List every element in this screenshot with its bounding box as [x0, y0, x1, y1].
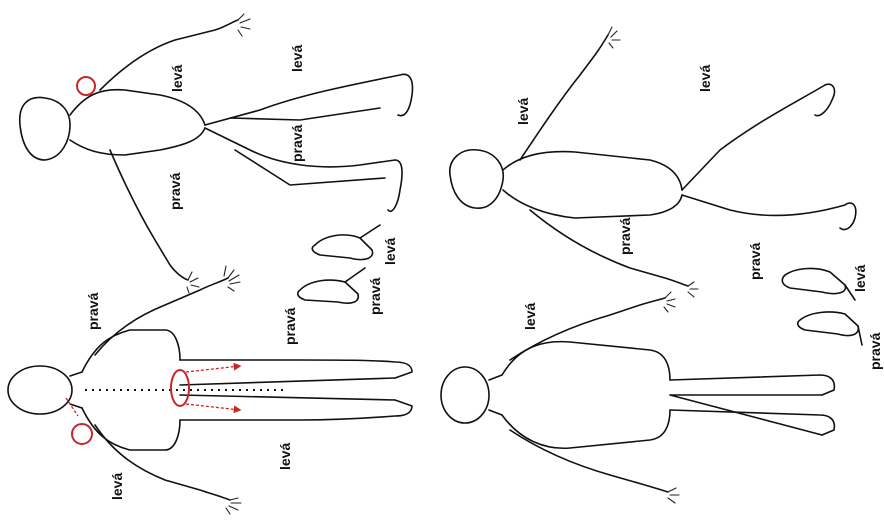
- pelvis-marker: [171, 370, 189, 406]
- arm-lowered-lower: [530, 210, 688, 286]
- figure-side-upper: [20, 14, 413, 293]
- label-leva-feet-lower: levá: [852, 265, 868, 292]
- torso-outline: [82, 330, 180, 450]
- shoulder-marker-back: [77, 77, 95, 95]
- label-prava-lower-side-arm: pravá: [617, 217, 633, 255]
- label-leva-lower-side-arm: levá: [515, 98, 531, 125]
- leg-left: [180, 400, 412, 420]
- label-prava-feet-upper: pravá: [367, 277, 383, 315]
- label-prava-upper-leg: pravá: [289, 124, 305, 162]
- label-leva-leg: levá: [277, 443, 293, 470]
- label-leva-upper-leg: levá: [289, 45, 305, 72]
- label-prava-lower-side-leg: pravá: [747, 242, 763, 280]
- leg-right: [180, 360, 412, 378]
- label-leva-lower-side-leg: levá: [697, 65, 713, 92]
- label-prava-arm: pravá: [85, 292, 101, 330]
- arm-left-lower: [510, 430, 668, 492]
- arm-raised-lower: [520, 35, 608, 160]
- label-leva-arm: levá: [109, 473, 125, 500]
- arm-lowered: [110, 150, 188, 280]
- label-prava-leg: pravá: [282, 307, 298, 345]
- label-leva-lower-front: levá: [522, 303, 538, 330]
- shoulder-marker-front: [72, 424, 92, 444]
- figure-side-lower: [450, 27, 856, 297]
- label-prava-upper-body: pravá: [167, 172, 183, 210]
- label-leva-upper-arm: levá: [169, 65, 185, 92]
- figure-front-lower: [441, 292, 834, 503]
- label-leva-feet-upper: levá: [382, 238, 398, 265]
- label-prava-feet-lower: pravá: [867, 332, 883, 370]
- head-side: [20, 97, 70, 160]
- arm-right: [95, 278, 228, 355]
- head-front-lower: [441, 367, 489, 423]
- feet-pair-lower: [782, 268, 862, 345]
- head: [8, 366, 72, 414]
